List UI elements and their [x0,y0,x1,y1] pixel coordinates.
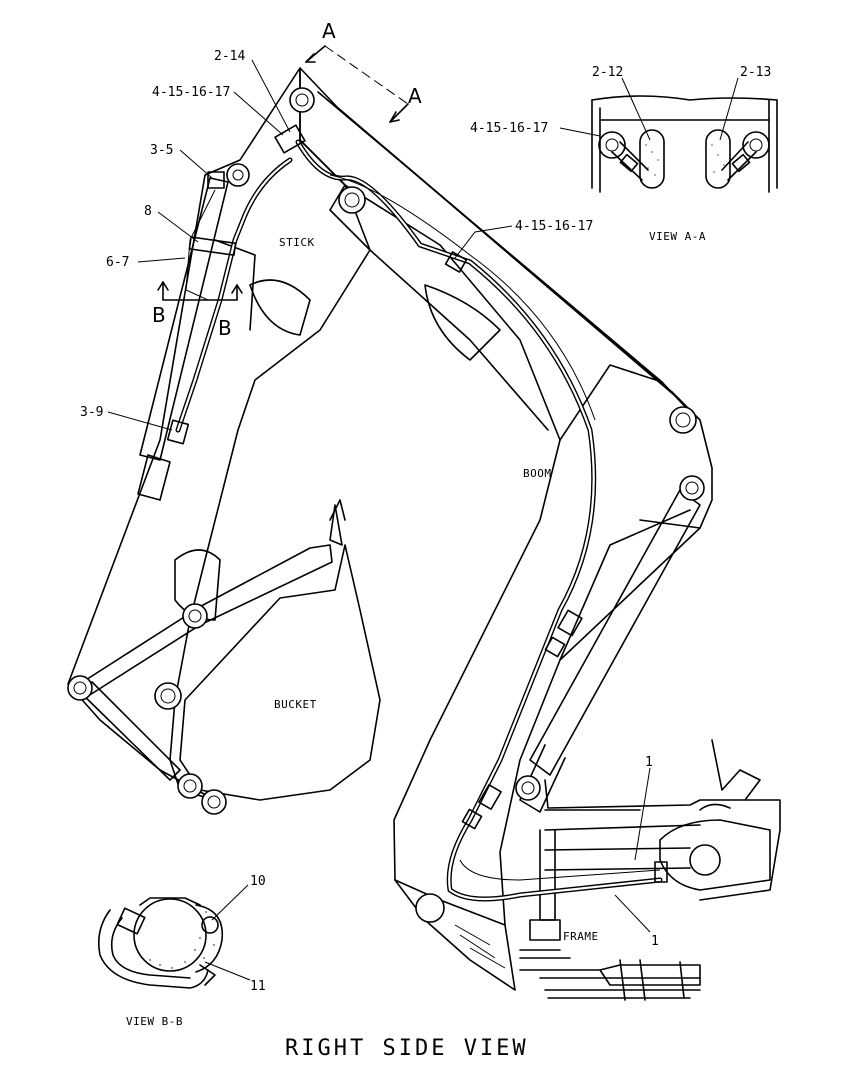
section-a-label-lower: A [408,84,422,108]
stick-structure [67,67,371,801]
view-bb-detail [97,897,224,989]
view-aa-shading [645,144,725,176]
pivot-pins [67,87,705,923]
stick-label: STICK [279,236,315,249]
callout-2-12: 2-12 [592,65,623,80]
hose-lines [175,139,663,902]
section-b-label-left: B [152,303,166,327]
callout-4-15-16-17-boom: 4-15-16-17 [515,219,593,234]
callout-4-15-16-17-stick: 4-15-16-17 [152,85,230,100]
hose-clamps [166,124,668,883]
drawing-title: RIGHT SIDE VIEW [285,1036,529,1061]
bucket-linkage [77,544,333,781]
callout-3-5: 3-5 [150,143,173,158]
view-aa-title: VIEW A-A [649,230,706,243]
boom-label: BOOM [523,467,552,480]
callout-2-14: 2-14 [214,49,245,64]
callout-11: 11 [250,979,266,994]
bucket [179,499,381,801]
bucket-label: BUCKET [274,698,317,711]
callout-3-9: 3-9 [80,405,103,420]
bucket-cylinder [137,177,229,501]
frame-label: FRAME [563,930,599,943]
section-b-label-right: B [218,316,232,340]
callout-1-lower: 1 [651,934,659,949]
boom-cylinder [519,489,701,813]
section-a-label-upper: A [322,19,336,43]
callout-leaders [107,59,739,981]
frame-structure [519,739,781,1001]
view-aa-detail [591,95,778,193]
callout-6-7: 6-7 [106,255,129,270]
callout-8: 8 [144,204,152,219]
callout-4-15-16-17-view-aa: 4-15-16-17 [470,121,548,136]
callout-2-13: 2-13 [740,65,771,80]
section-b-cut-line [157,281,243,301]
callout-10: 10 [250,874,266,889]
section-a-cut-line [305,45,409,123]
callout-1-upper: 1 [645,755,653,770]
view-bb-title: VIEW B-B [126,1015,183,1028]
